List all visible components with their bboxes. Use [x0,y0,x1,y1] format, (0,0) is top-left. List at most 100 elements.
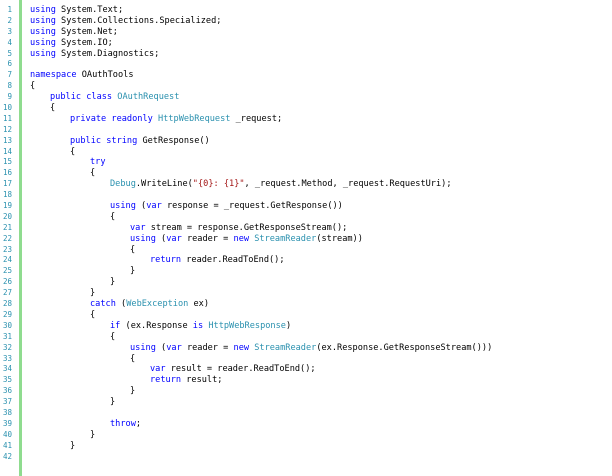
type-token: HttpWebRequest [158,113,231,124]
keyword-token: return [150,255,182,266]
code-content: public class OAuthRequest [50,92,179,103]
line-number: 35 [2,375,12,385]
line-number: 11 [2,113,12,123]
code-line[interactable]: 27} [0,288,612,299]
code-token: response = _request.GetResponse()) [161,201,343,212]
string-token: "{0}: {1}" [192,179,245,190]
line-number: 38 [2,407,12,417]
code-line[interactable]: 26} [0,277,612,288]
line-number: 23 [2,244,12,254]
code-line[interactable]: 20{ [0,212,612,223]
line-number: 27 [2,288,12,298]
code-content: { [110,332,115,343]
line-number: 7 [7,70,12,80]
code-token: System.Net; [55,26,118,37]
code-line[interactable]: 41} [0,441,612,452]
code-token: } [90,288,96,299]
line-number: 34 [2,364,12,374]
code-line[interactable]: 14{ [0,147,612,158]
code-line[interactable]: 37} [0,397,612,408]
line-number: 16 [2,168,12,178]
code-token: ) [285,320,292,331]
code-line[interactable]: 8{ [0,81,612,92]
code-content: } [90,288,95,299]
code-line[interactable]: 29{ [0,310,612,321]
code-content: using (var reader = new StreamReader(ex.… [130,343,492,354]
keyword-token: using [130,233,156,244]
code-line[interactable]: 40} [0,430,612,441]
code-content: } [110,397,115,408]
code-content: using System.IO; [30,38,113,49]
line-number: 22 [2,233,12,243]
code-content: } [70,441,75,452]
keyword-token: var [146,201,162,212]
line-number: 30 [2,320,12,330]
keyword-token: public [70,135,102,146]
keyword-token: return [150,375,182,386]
code-line[interactable]: 9 public class OAuthRequest [0,92,612,103]
keyword-token: throw [110,418,136,429]
keyword-token: private [70,113,107,124]
code-line[interactable]: 16{ [0,168,612,179]
code-line[interactable]: 25} [0,266,612,277]
code-line[interactable]: 31 { [0,332,612,343]
code-line[interactable]: 23{ [0,245,612,256]
code-token: result = reader.ReadToEnd(); [165,364,316,375]
keyword-token: using [130,342,156,353]
keyword-token: catch [90,299,116,310]
type-token: StreamReader [254,233,317,244]
code-token: ( [155,342,167,353]
code-line[interactable]: 38 [0,408,612,419]
code-line[interactable]: 10{ [0,103,612,114]
code-content: try [90,157,106,168]
code-content: { [90,310,95,321]
code-line[interactable]: 6 [0,59,612,70]
code-token: reader.ReadToEnd(); [181,255,285,266]
code-line[interactable]: 36} [0,386,612,397]
code-token: reader = [181,342,234,353]
code-content: { [50,103,55,114]
type-token: OAuthRequest [117,92,180,103]
code-token: stream = response.GetResponseStream(); [145,222,348,233]
code-line[interactable]: 18 [0,190,612,201]
code-content: namespace OAuthTools [30,70,134,81]
code-line[interactable]: 42 [0,452,612,463]
line-number: 2 [7,15,12,25]
code-line[interactable]: 12 [0,125,612,136]
code-token: { [50,103,56,114]
keyword-token: new [233,342,250,353]
code-token: { [110,211,116,222]
code-line[interactable]: 33{ [0,354,612,365]
line-number: 19 [2,201,12,211]
code-line[interactable]: 7 namespace OAuthTools [0,70,612,81]
line-number: 13 [2,135,12,145]
code-content: { [30,81,35,92]
code-token: } [130,266,136,277]
line-number: 9 [7,92,12,102]
keyword-token: public [50,92,82,103]
line-number: 31 [2,331,12,341]
line-number: 21 [2,222,12,232]
keyword-token: new [233,233,250,244]
